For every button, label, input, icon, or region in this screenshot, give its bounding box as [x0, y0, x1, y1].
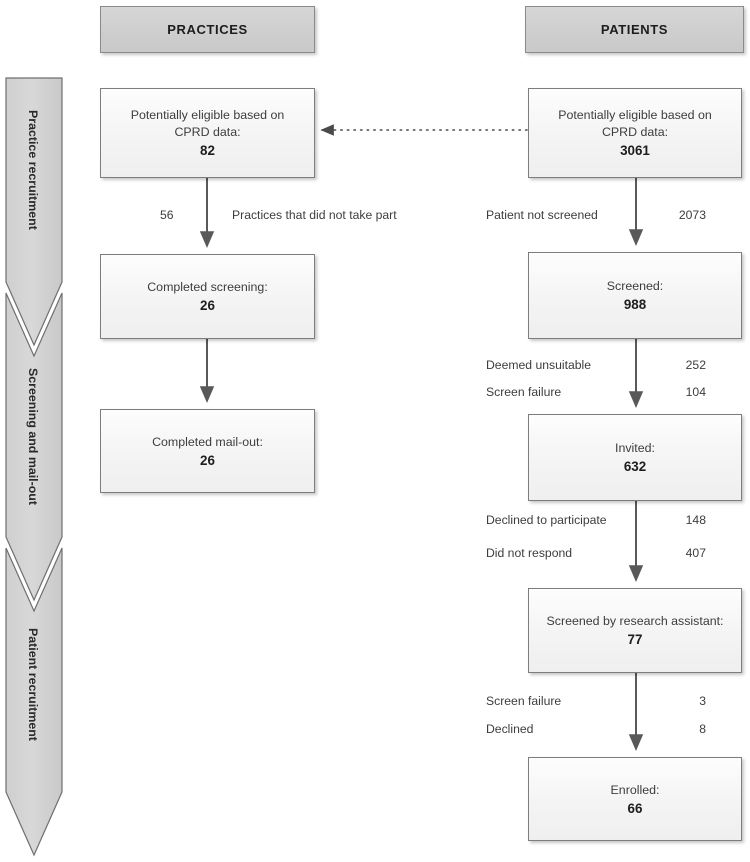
node-patients-screened: Screened: 988	[528, 252, 742, 339]
phase-band-patient-recruitment	[5, 547, 63, 857]
node-patients-eligible-caption: Potentially eligible based on CPRD data:	[558, 108, 712, 139]
node-patients-enrolled: Enrolled: 66	[528, 757, 742, 841]
exclusion-reason-deemed-unsuitable: Deemed unsuitable	[486, 358, 592, 372]
node-practices-mailout-value: 26	[200, 452, 215, 468]
node-patients-invited-value: 632	[623, 459, 647, 474]
exclusion-count-screen-failure-2: 3	[699, 694, 706, 708]
column-header-patients-label: PATIENTS	[600, 22, 669, 37]
exclusion-reason-practices-did-not-take-part: Practices that did not take part	[232, 208, 397, 222]
node-patients-ra-screen-value: 77	[627, 632, 643, 647]
node-patients-invited: Invited: 632	[528, 414, 742, 501]
exclusion-count-screen-failure-1: 104	[685, 385, 706, 399]
node-practices-screening-caption: Completed screening:	[147, 280, 268, 294]
phase-band-practice-recruitment	[5, 77, 63, 347]
exclusion-reason-screen-failure-1: Screen failure	[486, 385, 562, 399]
node-practices-screening-value: 26	[200, 298, 215, 313]
exclusion-count-patient-not-screened: 2073	[678, 208, 706, 222]
node-practices-mailout-caption: Completed mail-out:	[152, 434, 263, 449]
phase-band-screening-mail-out	[5, 292, 63, 602]
node-practices-eligible-caption: Potentially eligible based on CPRD data:	[130, 108, 285, 139]
node-practices-screening: Completed screening: 26	[100, 254, 315, 339]
exclusion-count-declined: 8	[699, 722, 706, 736]
exclusion-reason-declined-to-participate: Declined to participate	[486, 513, 607, 527]
exclusion-count-practices-did-not-take-part: 56	[160, 208, 174, 222]
exclusion-reason-screen-failure-2: Screen failure	[486, 694, 562, 708]
node-patients-eligible: Potentially eligible based on CPRD data:…	[528, 88, 742, 178]
column-header-practices: PRACTICES	[100, 6, 315, 53]
node-patients-eligible-value: 3061	[620, 143, 650, 158]
exclusion-count-declined-to-participate: 148	[685, 513, 706, 527]
node-patients-screened-caption: Screened:	[606, 279, 664, 293]
node-patients-screened-value: 988	[623, 297, 647, 312]
exclusion-reason-patient-not-screened: Patient not screened	[486, 208, 598, 222]
exclusion-reason-did-not-respond: Did not respond	[486, 546, 573, 560]
column-header-practices-label: PRACTICES	[167, 22, 248, 37]
phase-band-label-practice-recruitment: Practice recruitment	[26, 110, 40, 230]
exclusion-count-deemed-unsuitable: 252	[685, 358, 706, 372]
node-practices-eligible-value: 82	[200, 143, 215, 158]
node-patients-enrolled-caption: Enrolled:	[610, 782, 660, 797]
phase-band-label-screening-mail-out: Screening and mail-out	[26, 368, 40, 506]
exclusion-reason-declined: Declined	[486, 722, 534, 736]
exclusion-count-did-not-respond: 407	[685, 546, 706, 560]
node-patients-ra-screen: Screened by research assistant: 77	[528, 588, 742, 673]
node-patients-ra-screen-caption: Screened by research assistant:	[546, 614, 724, 628]
node-practices-eligible: Potentially eligible based on CPRD data:…	[100, 88, 315, 178]
node-patients-enrolled-value: 66	[627, 800, 643, 816]
column-header-patients: PATIENTS	[525, 6, 744, 53]
phase-band-label-patient-recruitment: Patient recruitment	[26, 628, 40, 741]
node-patients-invited-caption: Invited:	[615, 441, 655, 455]
node-practices-mailout: Completed mail-out: 26	[100, 409, 315, 493]
